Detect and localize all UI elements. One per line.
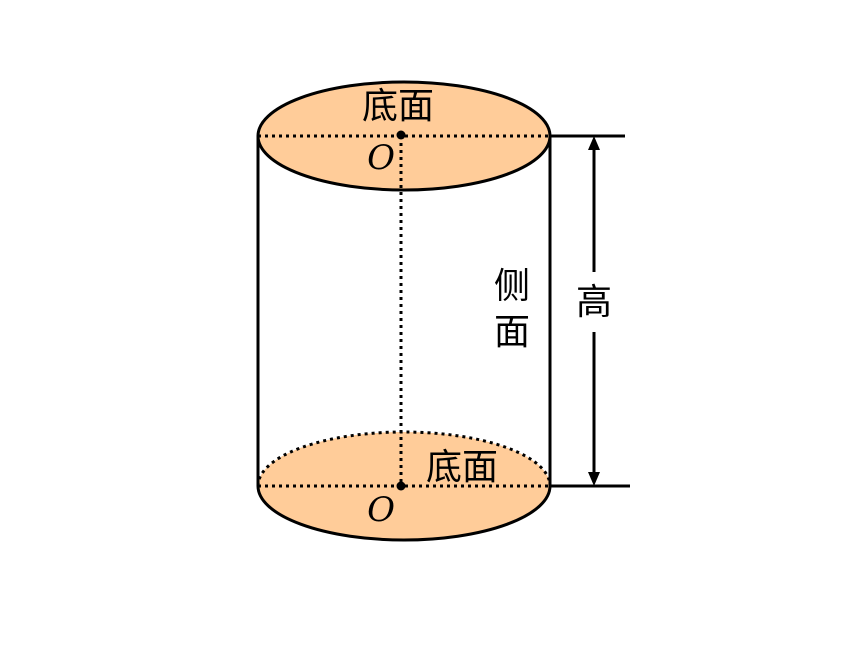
bottom-center-point	[396, 481, 406, 491]
top-center-label: O	[367, 138, 395, 178]
bottom-base-label: 底面	[426, 447, 498, 488]
bottom-center-label: O	[367, 490, 395, 530]
height-arrow-up	[588, 136, 600, 150]
top-base-label: 底面	[362, 86, 434, 127]
top-center-point	[396, 130, 406, 140]
height-label: 高	[576, 282, 612, 323]
bottom-base-front-edge	[256, 485, 552, 542]
bottom-base-back-edge	[256, 430, 552, 487]
lateral-surface-label-bottom: 面	[494, 312, 530, 353]
lateral-surface-label-top: 侧	[494, 266, 530, 307]
height-arrow-down	[588, 472, 600, 486]
